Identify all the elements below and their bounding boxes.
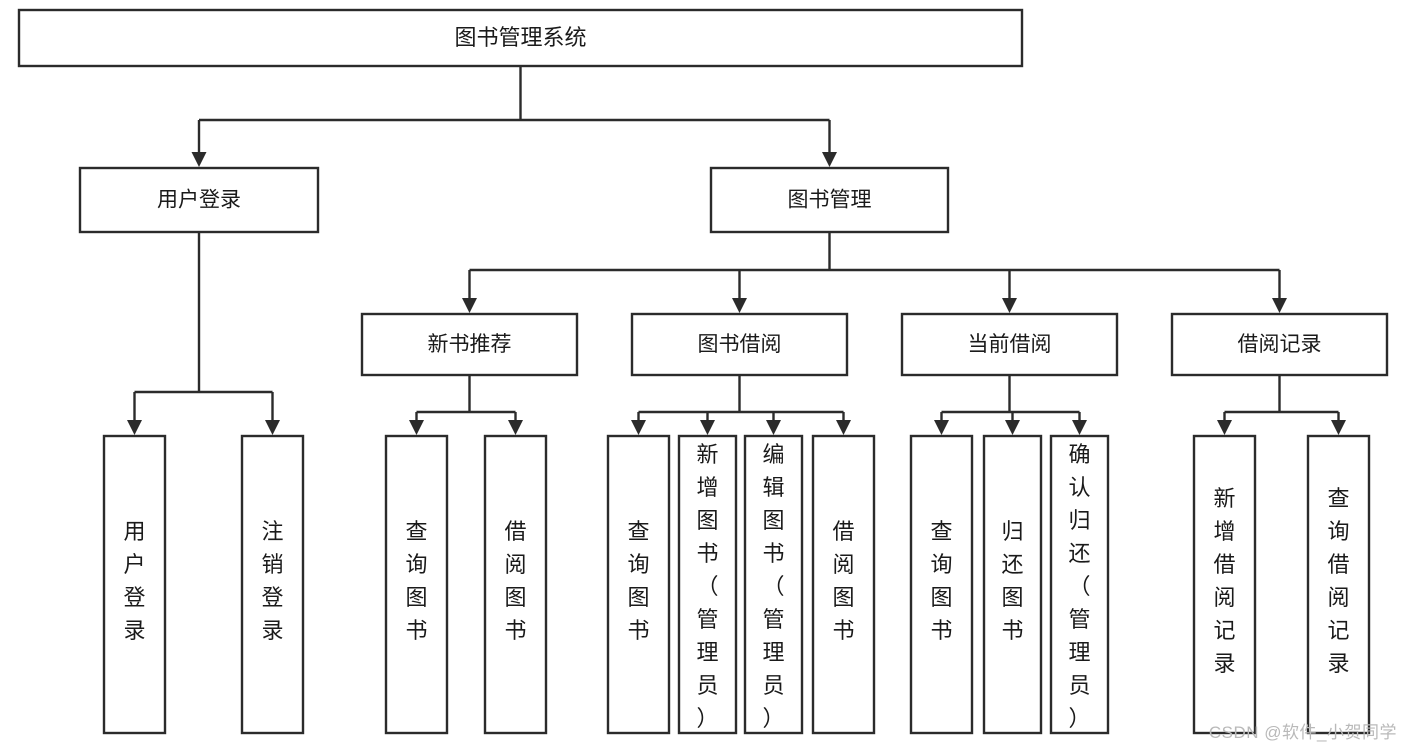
connector-layer xyxy=(127,66,1346,435)
node-rect xyxy=(630,312,849,377)
leaf-rect xyxy=(483,434,548,735)
level3-node-3[interactable]: 借阅记录 xyxy=(1170,312,1389,377)
leaf-label: 编辑图书（管理员） xyxy=(762,442,784,731)
leaf-rect xyxy=(677,434,738,735)
arrow-head-icon xyxy=(1005,420,1020,435)
leaf-rect xyxy=(909,434,974,735)
root-node[interactable]: 图书管理系统 xyxy=(17,8,1024,68)
leaf-node-0[interactable]: 用户登录 xyxy=(102,434,167,735)
leaf-label: 确认归还（管理员） xyxy=(1068,442,1090,731)
arrow-head-icon xyxy=(700,420,715,435)
arrow-head-icon xyxy=(1217,420,1232,435)
leaf-rect xyxy=(743,434,804,735)
arrow-head-icon xyxy=(508,420,523,435)
arrow-head-icon xyxy=(1002,298,1017,313)
leaf-node-6[interactable]: 编辑图书（管理员） xyxy=(743,434,804,735)
leaf-label: 查询图书 xyxy=(930,519,952,643)
leaf-node-8[interactable]: 查询图书 xyxy=(909,434,974,735)
leaf-rect xyxy=(1192,434,1257,735)
leaf-rect xyxy=(1049,434,1110,735)
leaf-rect xyxy=(606,434,671,735)
node-label: 图书管理 xyxy=(788,189,872,212)
arrow-head-icon xyxy=(462,298,477,313)
level2-node-1[interactable]: 图书管理 xyxy=(709,166,950,234)
leaf-node-12[interactable]: 查询借阅记录 xyxy=(1306,434,1371,735)
level3-node-1[interactable]: 图书借阅 xyxy=(630,312,849,377)
leaf-label: 新增借阅记录 xyxy=(1213,486,1235,676)
node-layer: 图书管理系统用户登录图书管理新书推荐图书借阅当前借阅借阅记录用户登录注销登录查询… xyxy=(17,8,1389,735)
leaf-rect xyxy=(811,434,876,735)
level3-node-0[interactable]: 新书推荐 xyxy=(360,312,579,377)
arrow-head-icon xyxy=(1331,420,1346,435)
arrow-head-icon xyxy=(191,152,207,167)
arrow-head-icon xyxy=(836,420,851,435)
arrow-head-icon xyxy=(934,420,949,435)
arrow-head-icon xyxy=(631,420,646,435)
leaf-node-1[interactable]: 注销登录 xyxy=(240,434,305,735)
leaf-node-3[interactable]: 借阅图书 xyxy=(483,434,548,735)
leaf-rect xyxy=(240,434,305,735)
arrow-head-icon xyxy=(1272,298,1287,313)
arrow-head-icon xyxy=(409,420,424,435)
node-rect xyxy=(17,8,1024,68)
arrow-head-icon xyxy=(127,420,142,435)
node-label: 当前借阅 xyxy=(968,333,1052,356)
leaf-node-7[interactable]: 借阅图书 xyxy=(811,434,876,735)
leaf-label: 新增图书（管理员） xyxy=(696,442,718,731)
leaf-node-10[interactable]: 确认归还（管理员） xyxy=(1049,434,1110,735)
node-rect xyxy=(709,166,950,234)
arrow-head-icon xyxy=(265,420,280,435)
leaf-node-5[interactable]: 新增图书（管理员） xyxy=(677,434,738,735)
node-label: 用户登录 xyxy=(157,189,241,212)
arrow-head-icon xyxy=(822,152,837,167)
leaf-node-9[interactable]: 归还图书 xyxy=(982,434,1043,735)
arrow-head-icon xyxy=(1072,420,1087,435)
leaf-node-4[interactable]: 查询图书 xyxy=(606,434,671,735)
node-rect xyxy=(900,312,1119,377)
node-rect xyxy=(1170,312,1389,377)
leaf-node-2[interactable]: 查询图书 xyxy=(384,434,449,735)
leaf-node-11[interactable]: 新增借阅记录 xyxy=(1192,434,1257,735)
node-rect xyxy=(360,312,579,377)
leaf-label: 用户登录 xyxy=(123,519,145,643)
leaf-label: 查询图书 xyxy=(627,519,649,643)
leaf-rect xyxy=(982,434,1043,735)
watermark: CSDN @软件_小贺同学 xyxy=(1208,723,1397,742)
leaf-rect xyxy=(102,434,167,735)
leaf-label: 注销登录 xyxy=(261,519,283,643)
node-label: 借阅记录 xyxy=(1238,333,1322,356)
leaf-label: 借阅图书 xyxy=(504,519,526,643)
node-rect xyxy=(78,166,320,234)
level3-node-2[interactable]: 当前借阅 xyxy=(900,312,1119,377)
node-label: 图书借阅 xyxy=(698,333,782,356)
arrow-head-icon xyxy=(732,298,747,313)
leaf-rect xyxy=(1306,434,1371,735)
leaf-label: 查询图书 xyxy=(405,519,427,643)
leaf-label: 借阅图书 xyxy=(832,519,854,643)
leaf-label: 查询借阅记录 xyxy=(1327,486,1349,676)
leaf-rect xyxy=(384,434,449,735)
node-label: 图书管理系统 xyxy=(454,25,586,50)
level2-node-0[interactable]: 用户登录 xyxy=(78,166,320,234)
arrow-head-icon xyxy=(766,420,781,435)
node-label: 新书推荐 xyxy=(428,333,512,356)
leaf-label: 归还图书 xyxy=(1001,519,1023,643)
